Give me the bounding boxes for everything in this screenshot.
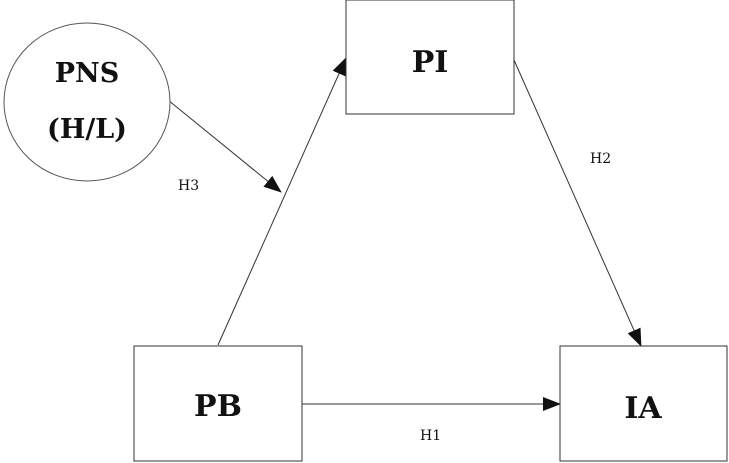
edge-label-h3: H3	[178, 178, 199, 194]
node-ia: IA	[559, 345, 728, 462]
node-pns-label-line2: (H/L)	[47, 114, 127, 145]
edge-pi-to-ia	[513, 59, 642, 347]
node-ia-label: IA	[624, 391, 662, 426]
edge-pns-moderation	[167, 99, 282, 193]
edge-pb-to-pi	[217, 57, 347, 346]
node-pi-label: PI	[412, 45, 449, 80]
node-pns-label-line1: PNS	[55, 58, 119, 89]
edge-label-h1: H1	[420, 428, 441, 444]
edge-label-h2: H2	[590, 151, 611, 167]
node-pi: PI	[345, 0, 515, 115]
node-pns: PNS (H/L)	[3, 22, 171, 182]
node-pb-label: PB	[194, 389, 242, 424]
node-pb: PB	[133, 345, 303, 462]
